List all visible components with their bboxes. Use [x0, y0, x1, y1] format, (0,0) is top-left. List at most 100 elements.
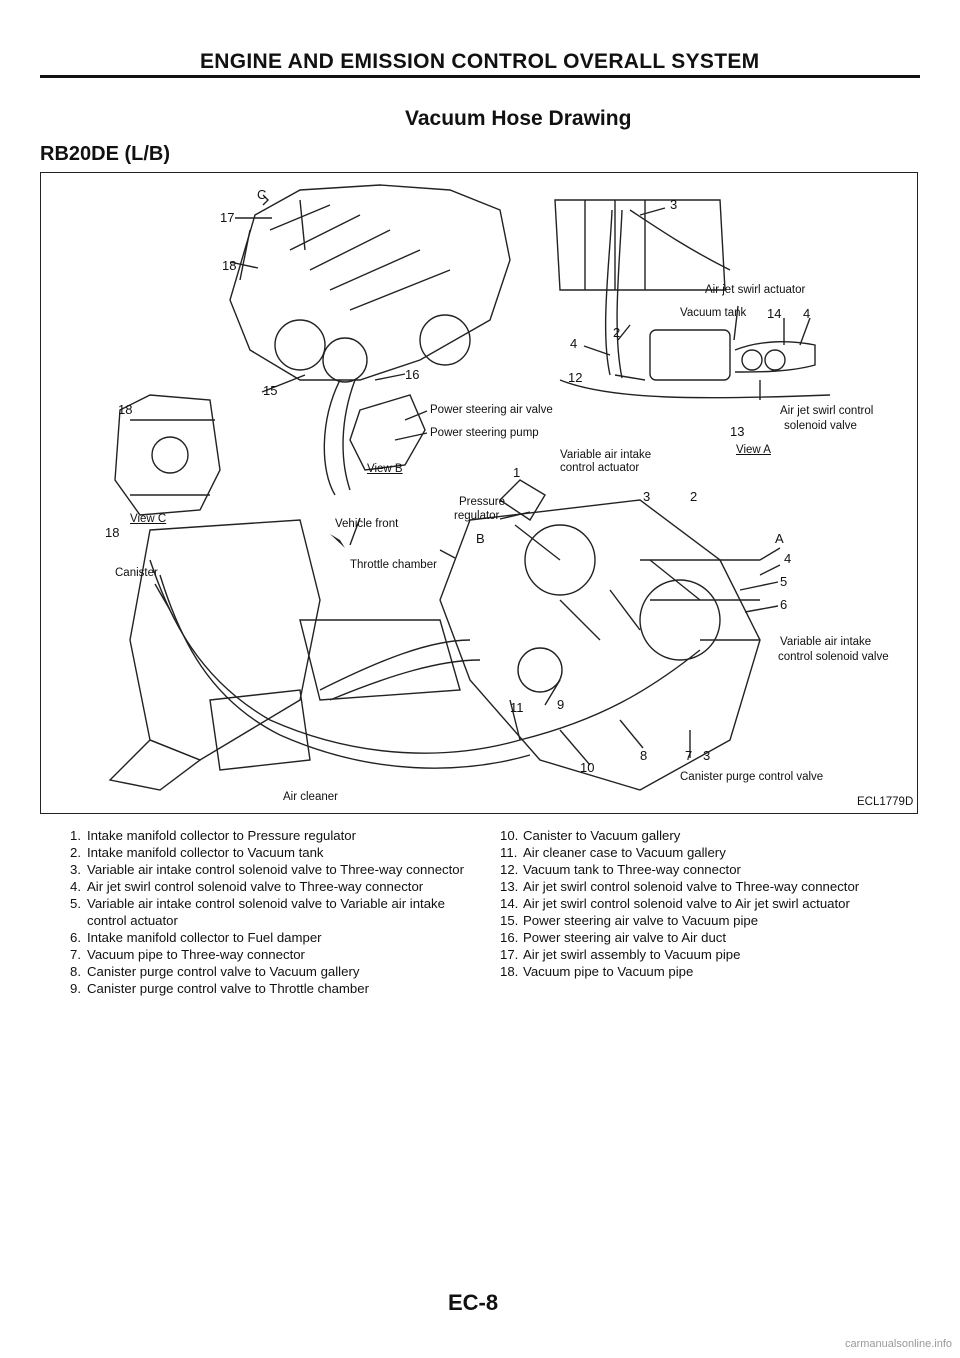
legend-item: 13. Air jet swirl control solenoid valve … [500, 878, 930, 895]
legend-text: Intake manifold collector to Fuel damper [87, 930, 322, 945]
label-throttle-chamber: Throttle chamber [350, 559, 437, 571]
legend-number: 18. [500, 964, 519, 979]
callout-11: 11 [510, 700, 524, 715]
legend-text: Intake manifold collector to Vacuum tank [87, 845, 324, 860]
legend-number: 8. [70, 964, 81, 979]
label-view-a: View A [736, 444, 771, 456]
callout-10: 10 [580, 760, 595, 775]
view-mark-c: C [257, 187, 267, 202]
legend-text: Air cleaner case to Vacuum gallery [523, 845, 726, 860]
legend-text: Air jet swirl control solenoid valve to … [87, 879, 424, 894]
legend-text: Canister purge control valve to Throttle… [87, 981, 369, 996]
legend-text: Canister purge control valve to Vacuum g… [87, 964, 360, 979]
callout-4: 4 [570, 336, 578, 351]
legend-number: 17. [500, 947, 519, 962]
label-vacuum-tank: Vacuum tank [680, 307, 747, 319]
callout-17: 17 [220, 210, 235, 225]
legend-number: 6. [70, 930, 81, 945]
legend-number: 5. [70, 896, 81, 911]
callout-18: 18 [105, 525, 120, 540]
callout-8: 8 [640, 748, 648, 763]
legend-number: 2. [70, 845, 81, 860]
callout-1: 1 [513, 465, 521, 480]
legend-number: 1. [70, 828, 81, 843]
callout-3: 3 [670, 197, 678, 212]
legend-item: 2. Intake manifold collector to Vacuum ta… [70, 844, 480, 861]
label-air-jet-swirl-actuator: Air jet swirl actuator [705, 284, 806, 296]
label-pressure: Pressure [459, 496, 506, 508]
vacuum-hose-diagram [108, 184, 831, 791]
legend-text: Variable air intake control solenoid val… [87, 896, 445, 928]
watermark: carmanualsonline.info [844, 1338, 952, 1350]
legend-number: 15. [500, 913, 519, 928]
legend-item: 10. Canister to Vacuum gallery [500, 827, 930, 844]
legend-item: 5. Variable air intake control solenoid v… [70, 895, 480, 929]
callout-16: 16 [405, 367, 420, 382]
legend-item: 12. Vacuum tank to Three-way connector [500, 861, 930, 878]
callout-5: 5 [780, 574, 788, 589]
label-canister: Canister [115, 567, 158, 579]
legend-item: 16. Power steering air valve to Air duct [500, 929, 930, 946]
hose-legend-right: 10. Canister to Vacuum gallery 11. Air cle… [500, 827, 930, 980]
legend-number: 12. [500, 862, 519, 877]
legend-number: 7. [70, 947, 81, 962]
legend-text: Air jet swirl control solenoid valve to … [523, 879, 860, 894]
legend-item: 1. Intake manifold collector to Pressure … [70, 827, 480, 844]
page-number: EC-8 [448, 1290, 499, 1315]
legend-number: 9. [70, 981, 81, 996]
hose-legend-left: 1. Intake manifold collector to Pressure … [70, 827, 480, 997]
legend-number: 10. [500, 828, 519, 843]
label-canister-purge-valve: Canister purge control valve [680, 771, 824, 783]
callout-13: 13 [730, 424, 745, 439]
model-label: RB20DE (L/B) [40, 143, 171, 165]
callout-6: 6 [780, 597, 788, 612]
legend-item: 8. Canister purge control valve to Vacuum… [70, 963, 480, 980]
label-air-jet-swirl-control: Air jet swirl control [780, 405, 874, 417]
legend-text: Intake manifold collector to Pressure re… [87, 828, 357, 843]
callout-3: 3 [703, 748, 711, 763]
legend-text: Air jet swirl assembly to Vacuum pipe [523, 947, 741, 962]
legend-text: Vacuum pipe to Vacuum pipe [523, 964, 694, 979]
legend-item: 9. Canister purge control valve to Thrott… [70, 980, 480, 997]
legend-number: 14. [500, 896, 519, 911]
label-variable-air-intake: Variable air intake [560, 449, 652, 461]
legend-number: 4. [70, 879, 81, 894]
legend-item: 18. Vacuum pipe to Vacuum pipe [500, 963, 930, 980]
header-rule [40, 75, 920, 78]
callout-4: 4 [784, 551, 792, 566]
callout-7: 7 [685, 748, 693, 763]
callout-14: 14 [767, 306, 782, 321]
legend-text: Power steering air valve to Air duct [523, 930, 727, 945]
legend-text: Air jet swirl control solenoid valve to … [523, 896, 850, 911]
label-air-jet-swirl-control-2: solenoid valve [784, 420, 857, 432]
callout-18: 18 [118, 402, 133, 417]
legend-text: Canister to Vacuum gallery [523, 828, 681, 843]
label-view-b: View B [367, 463, 403, 475]
callout-18: 18 [222, 258, 237, 273]
legend-item: 17. Air jet swirl assembly to Vacuum pipe [500, 946, 930, 963]
label-regulator: regulator [454, 510, 500, 522]
view-mark-b: B [476, 531, 485, 546]
page-title: Vacuum Hose Drawing [405, 107, 632, 130]
callout-12: 12 [568, 370, 583, 385]
legend-item: 14. Air jet swirl control solenoid valve … [500, 895, 930, 912]
legend-text: Vacuum pipe to Three-way connector [87, 947, 305, 962]
legend-item: 7. Vacuum pipe to Three-way connector [70, 946, 480, 963]
figure-code: ECL1779D [857, 796, 914, 808]
legend-number: 13. [500, 879, 519, 894]
legend-number: 11. [500, 845, 518, 860]
label-power-steering-air-valve: Power steering air valve [430, 404, 553, 416]
legend-item: 6. Intake manifold collector to Fuel damp… [70, 929, 480, 946]
label-vehicle-front: Vehicle front [335, 518, 399, 530]
callout-15: 15 [263, 383, 278, 398]
callout-4: 4 [803, 306, 811, 321]
label-view-c: View C [130, 513, 167, 525]
callout-2: 2 [613, 325, 621, 340]
legend-text: Variable air intake control solenoid val… [87, 862, 465, 877]
label-power-steering-pump: Power steering pump [430, 427, 539, 439]
legend-number: 16. [500, 930, 519, 945]
legend-number: 3. [70, 862, 81, 877]
legend-text: Vacuum tank to Three-way connector [523, 862, 741, 877]
label-vaic-solenoid: Variable air intake [780, 636, 872, 648]
label-vaic-solenoid-2: control solenoid valve [778, 651, 889, 663]
